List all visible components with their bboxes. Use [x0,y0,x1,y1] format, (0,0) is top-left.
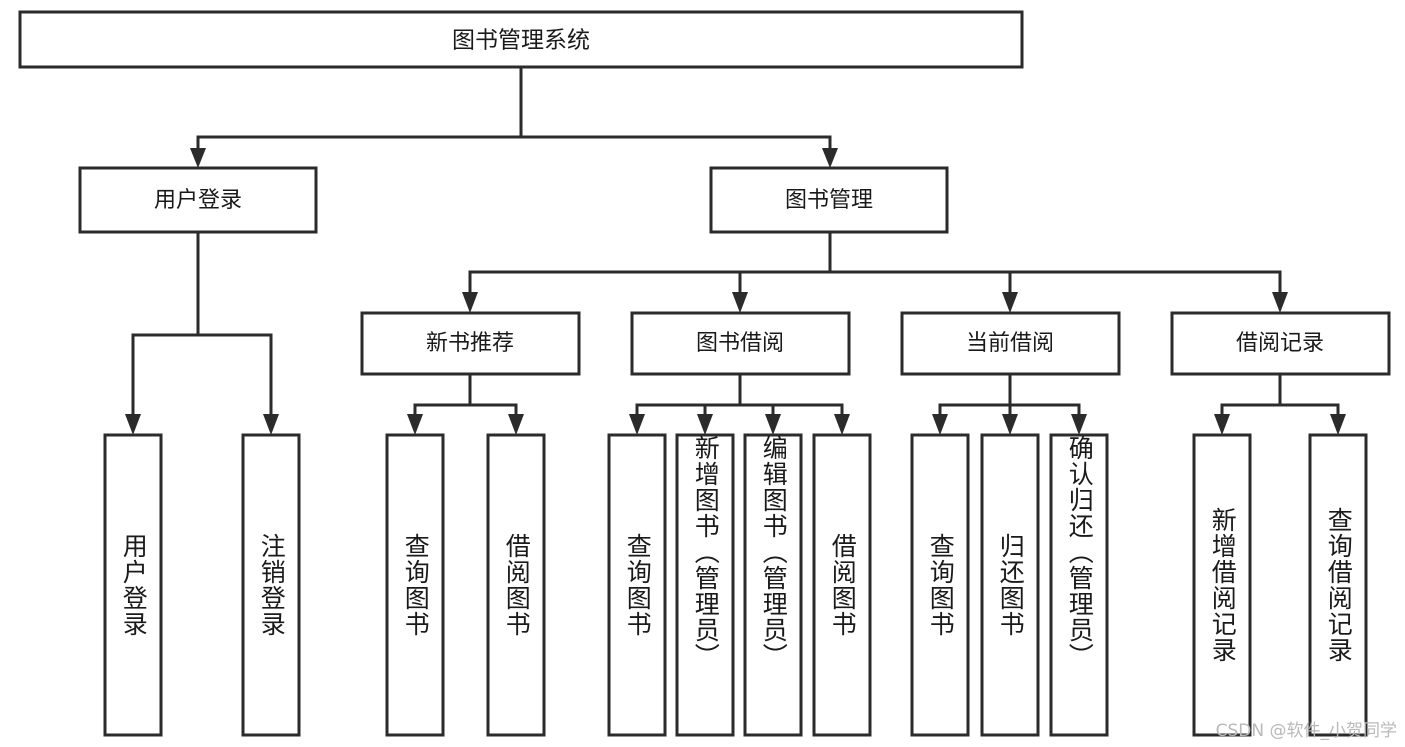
leaf-boxes-new-book-recommend [385,433,546,737]
node-user-login-label: 用户登录 [154,188,242,213]
leaf-boxes-borrow-record [1192,433,1368,737]
leaf-box-new-book-1[interactable] [385,433,445,737]
arrow-head-bb-leaf-2 [697,414,713,435]
leaf-box-user-login-2[interactable] [241,433,301,737]
leaf-box-book-borrow-1[interactable] [607,433,667,737]
node-root[interactable]: 图书管理系统 [18,10,1024,69]
csdn-watermark: CSDN @软件_小贺同学 [1215,721,1397,741]
connector-currentborrow-to-leaves [932,372,1087,435]
connector-root-to-level2 [190,65,838,168]
connector-bookmanage-to-level3 [462,230,1288,313]
arrow-head-cb-leaf-2 [1002,414,1018,435]
arrow-head-to-borrow-record [1272,292,1288,313]
node-borrow-record[interactable]: 借阅记录 [1170,311,1391,376]
leaf-box-borrow-record-2[interactable] [1308,433,1368,737]
node-user-login[interactable]: 用户登录 [78,166,318,234]
leaf-box-book-borrow-3[interactable] [743,433,803,737]
leaf-box-borrow-record-1[interactable] [1192,433,1252,737]
node-borrow-record-box[interactable] [1170,311,1391,376]
arrow-head-bb-leaf-1 [629,414,645,435]
node-root-label: 图书管理系统 [452,28,590,54]
node-borrow-record-label: 借阅记录 [1236,331,1324,356]
connector-userlogin-to-leaves [125,230,279,435]
leaf-box-new-book-2[interactable] [486,433,546,737]
leaf-boxes-book-borrow [607,433,872,737]
arrow-head-br-leaf-1 [1214,414,1230,435]
node-book-borrow-box[interactable] [630,311,851,376]
arrow-head-newbook-leaf-2 [508,414,524,435]
node-root-box[interactable] [18,10,1024,69]
arrow-head-cb-leaf-3 [1071,414,1087,435]
arrow-head-userlogin-leaf-2 [263,414,279,435]
node-book-manage-box[interactable] [709,166,949,234]
node-new-book-recommend[interactable]: 新书推荐 [360,311,581,376]
arrow-head-to-user-login [190,148,206,168]
node-new-book-recommend-box[interactable] [360,311,581,376]
arrow-head-bb-leaf-3 [765,414,781,435]
node-book-borrow[interactable]: 图书借阅 [630,311,851,376]
leaf-boxes-current-borrow [910,433,1109,737]
node-new-book-recommend-label: 新书推荐 [426,331,514,356]
connector-borrowrecord-to-leaves [1214,372,1346,435]
arrow-head-cb-leaf-1 [932,414,948,435]
arrow-head-newbook-leaf-1 [407,414,423,435]
node-current-borrow-label: 当前借阅 [966,331,1054,356]
leaf-box-current-borrow-2[interactable] [980,433,1040,737]
leaf-boxes-user-login [103,433,301,737]
connector-newbook-to-leaves [407,372,524,435]
node-book-borrow-label: 图书借阅 [696,331,784,356]
arrow-head-br-leaf-2 [1330,414,1346,435]
node-current-borrow[interactable]: 当前借阅 [900,311,1121,376]
leaf-box-current-borrow-3[interactable] [1049,433,1109,737]
arrow-head-to-book-borrow [732,292,748,313]
connector-bookborrow-to-leaves [629,372,850,435]
node-user-login-box[interactable] [78,166,318,234]
leaf-box-book-borrow-2[interactable] [675,433,735,737]
node-book-manage-label: 图书管理 [785,188,873,213]
leaf-box-book-borrow-4[interactable] [812,433,872,737]
arrow-head-to-current-borrow [1002,292,1018,313]
arrow-head-to-new-book [462,292,478,313]
node-current-borrow-box[interactable] [900,311,1121,376]
node-book-manage[interactable]: 图书管理 [709,166,949,234]
leaf-box-current-borrow-1[interactable] [910,433,970,737]
arrow-head-userlogin-leaf-1 [125,414,141,435]
leaf-box-user-login-1[interactable] [103,433,163,737]
arrow-head-to-book-manage [822,148,838,168]
arrow-head-bb-leaf-4 [834,414,850,435]
